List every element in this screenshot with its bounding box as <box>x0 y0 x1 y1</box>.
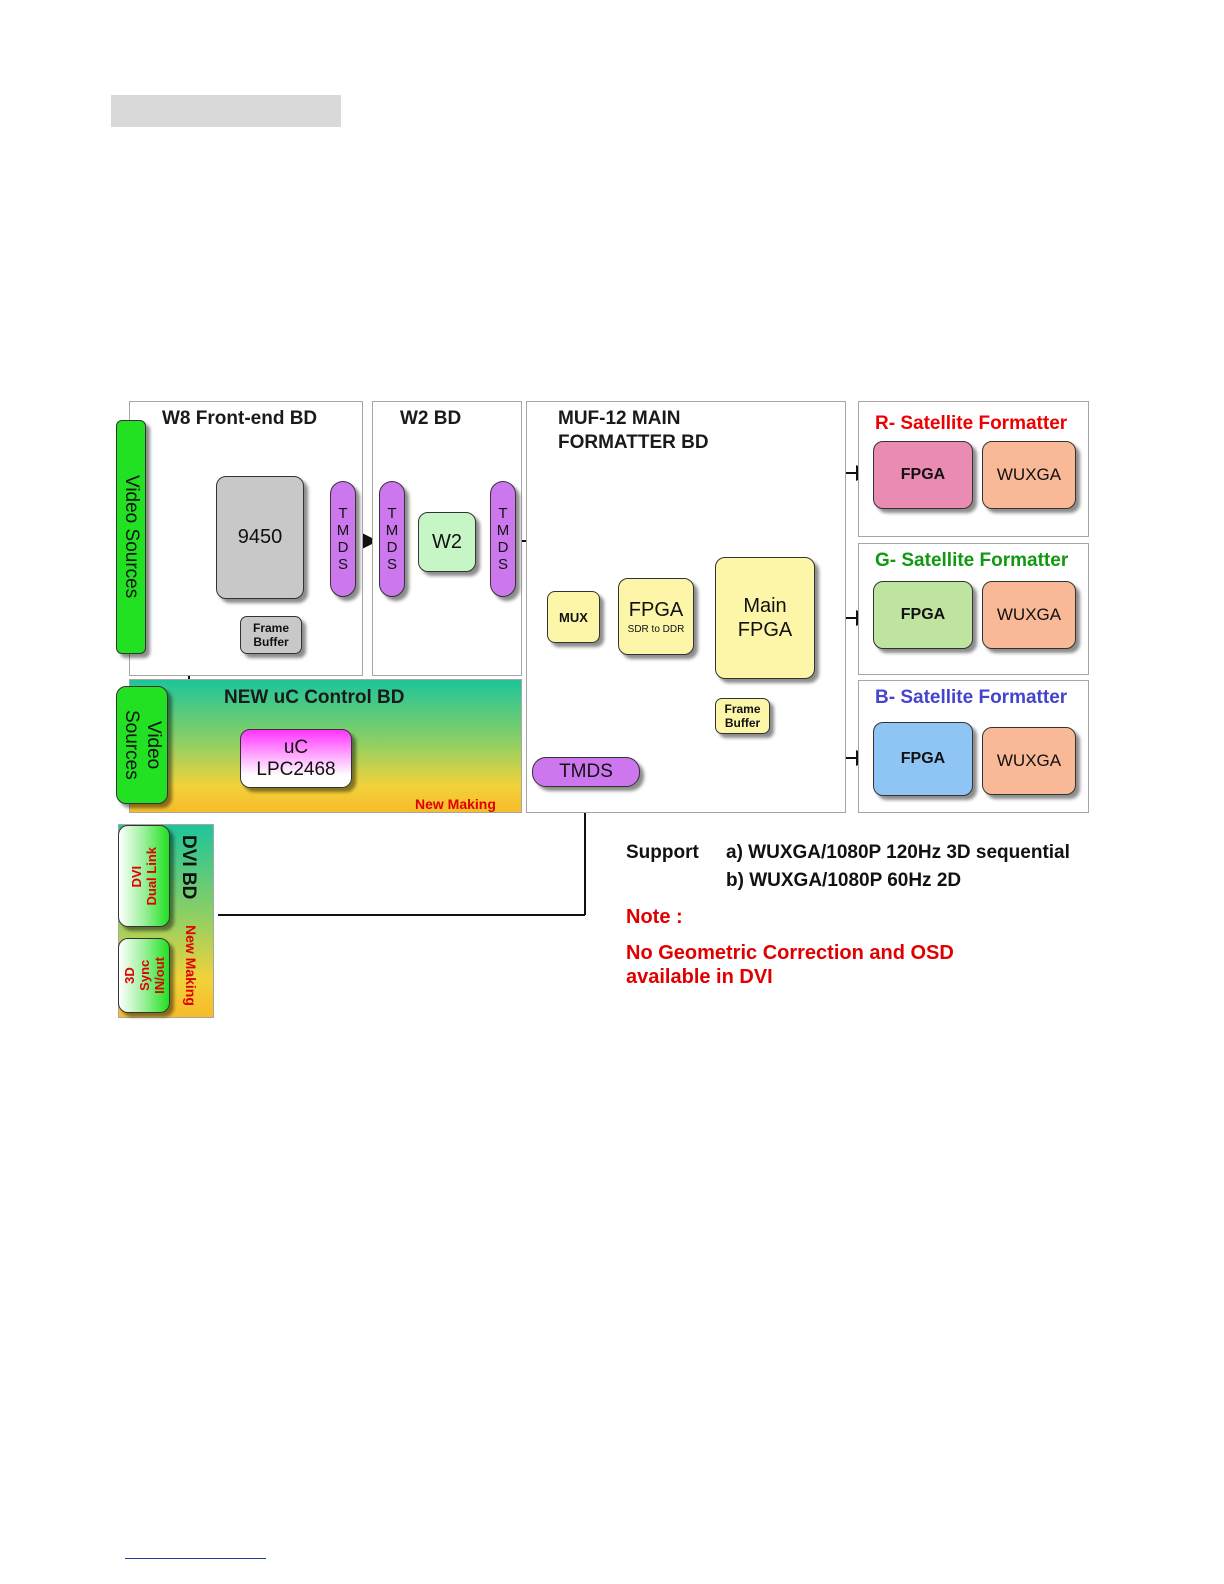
g-satellite-title: G- Satellite Formatter <box>875 550 1069 571</box>
tmds-letter: T <box>338 505 348 522</box>
tmds-letter: S <box>497 556 508 573</box>
w2-chip-label: W2 <box>432 530 462 553</box>
fpga-sdr-sublabel: SDR to DDR <box>627 623 685 635</box>
dvi-line1: DVI <box>129 865 144 887</box>
tmds-letter: T <box>498 505 508 522</box>
video-sources-2-line2: Sources <box>121 710 142 780</box>
muf-panel-title-line2: FORMATTER BD <box>558 432 709 453</box>
frame-buffer-2-line1: Frame <box>724 702 761 716</box>
b-wuxga-label: WUXGA <box>996 751 1062 770</box>
uc-line1: uC <box>283 736 309 758</box>
tmds-letter: M <box>496 522 510 539</box>
note-label: Note : <box>626 906 683 928</box>
tmds-letter: T <box>387 505 397 522</box>
dvi-dual-link-block: DVI Dual Link <box>118 825 170 927</box>
dvi-board-title: DVI BD <box>178 835 199 900</box>
frame-buffer-1-line1: Frame <box>252 621 290 635</box>
dvi-line2: Dual Link <box>144 846 159 906</box>
tmds-letter: D <box>337 539 349 556</box>
footer-rule <box>125 1558 266 1559</box>
r-satellite-panel: R- Satellite Formatter <box>858 401 1089 537</box>
support-item-b: b) WUXGA/1080P 60Hz 2D <box>726 870 962 891</box>
chip-9450: 9450 <box>216 476 304 599</box>
dvi-new-making-label: New Making <box>183 925 199 1006</box>
video-sources-2-block: Video Sources <box>116 686 168 804</box>
g-wuxga: WUXGA <box>982 581 1076 649</box>
w2-panel-title: W2 BD <box>400 408 462 429</box>
main-fpga: Main FPGA <box>715 557 815 679</box>
g-wuxga-label: WUXGA <box>996 605 1062 624</box>
sync-line3: IN/out <box>151 957 167 994</box>
main-fpga-line1: Main <box>743 595 787 617</box>
w8-panel-title: W8 Front-end BD <box>162 408 318 429</box>
b-satellite-title: B- Satellite Formatter <box>875 687 1068 708</box>
tmds-letter: S <box>386 556 397 573</box>
b-fpga-label: FPGA <box>900 750 946 767</box>
note-line2: available in DVI <box>626 966 773 988</box>
frame-buffer-2-line2: Buffer <box>724 716 761 730</box>
main-fpga-line2: FPGA <box>737 619 793 641</box>
uc-new-making-label: New Making <box>415 796 496 812</box>
uc-control-title: NEW uC Control BD <box>224 687 405 708</box>
support-item-a: a) WUXGA/1080P 120Hz 3D sequential <box>726 842 1070 863</box>
tmds-letter: S <box>337 556 348 573</box>
header-bar <box>111 95 341 127</box>
r-wuxga: WUXGA <box>982 441 1076 509</box>
video-sources-block: Video Sources <box>116 420 146 654</box>
b-wuxga: WUXGA <box>982 727 1076 795</box>
chip-9450-label: 9450 <box>237 526 283 548</box>
tmds-w2-in: T M D S <box>379 481 405 597</box>
r-fpga-label: FPGA <box>900 466 946 483</box>
mux-label: MUX <box>559 609 588 625</box>
r-wuxga-label: WUXGA <box>996 465 1062 484</box>
frame-buffer-1: Frame Buffer <box>240 616 302 654</box>
b-fpga: FPGA <box>873 722 973 796</box>
3d-sync-block: 3D Sync IN/out <box>118 938 170 1013</box>
frame-buffer-1-line2: Buffer <box>253 635 289 649</box>
support-label: Support <box>626 842 699 863</box>
g-fpga: FPGA <box>873 581 973 649</box>
uc-line2: LPC2468 <box>256 758 336 780</box>
tmds-dvi-in: TMDS <box>532 757 640 787</box>
mux-block: MUX <box>547 591 600 643</box>
video-sources-label: Video Sources <box>121 475 142 599</box>
uc-lpc2468: uC LPC2468 <box>240 729 352 788</box>
g-fpga-label: FPGA <box>900 606 946 623</box>
r-fpga: FPGA <box>873 441 973 509</box>
tmds-letter: D <box>386 539 398 556</box>
muf-panel-title-line1: MUF-12 MAIN <box>558 408 681 429</box>
fpga-sdr-label: FPGA <box>628 598 684 621</box>
w2-chip: W2 <box>418 512 476 572</box>
fpga-sdr-ddr: FPGA SDR to DDR <box>618 578 694 655</box>
frame-buffer-2: Frame Buffer <box>715 698 770 734</box>
tmds-w2-out: T M D S <box>490 481 516 597</box>
tmds-dvi-label: TMDS <box>559 761 613 782</box>
tmds-w8-out: T M D S <box>330 481 356 597</box>
tmds-letter: M <box>385 522 399 539</box>
tmds-letter: M <box>336 522 350 539</box>
tmds-letter: D <box>497 539 509 556</box>
note-line1: No Geometric Correction and OSD <box>626 942 954 964</box>
video-sources-2-line1: Video <box>143 720 164 770</box>
sync-line1: 3D <box>121 967 137 984</box>
sync-line2: Sync <box>136 959 152 992</box>
r-satellite-title: R- Satellite Formatter <box>875 413 1068 434</box>
